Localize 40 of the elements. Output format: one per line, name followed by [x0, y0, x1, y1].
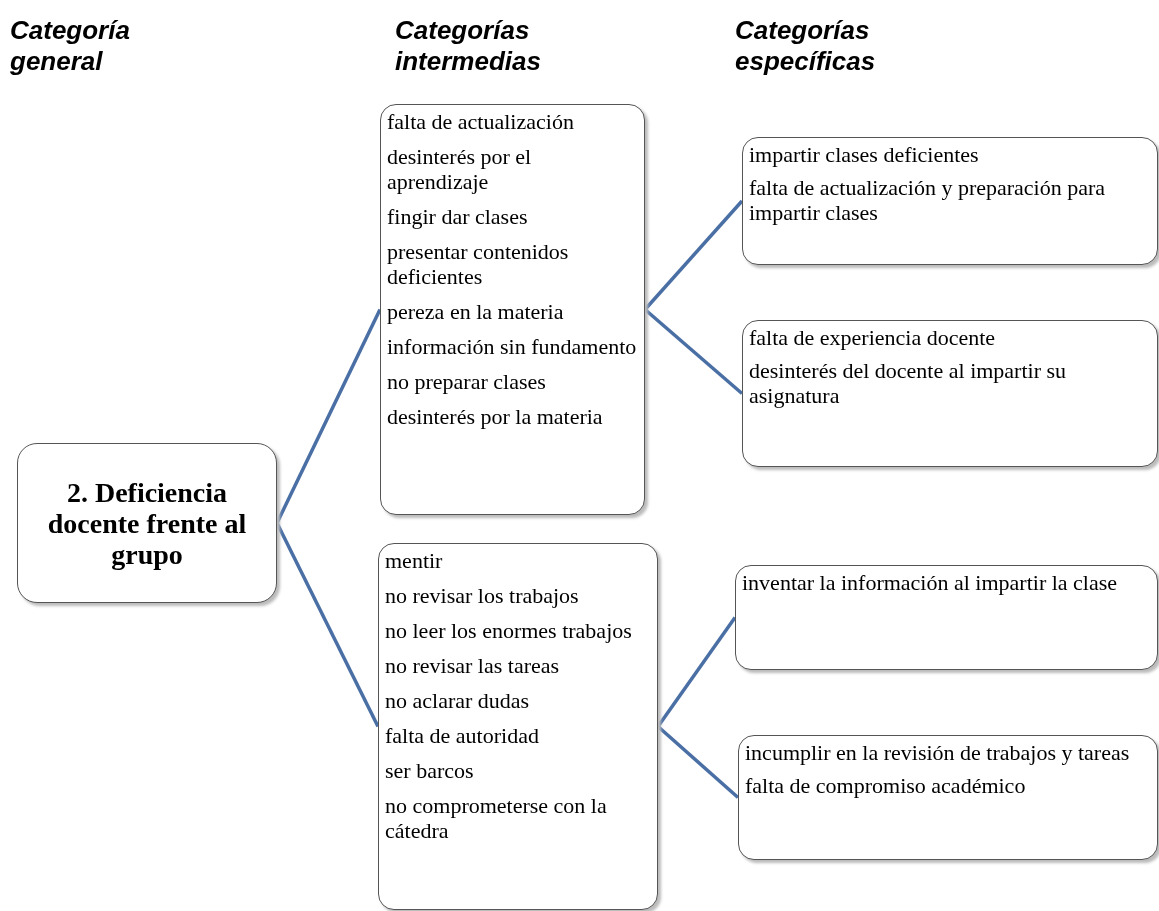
list-item: no revisar las tareas	[385, 653, 561, 678]
connector-line	[643, 308, 744, 395]
list-item: desinterés por la materia	[387, 404, 604, 429]
list-item: no leer los enormes trabajos	[385, 618, 633, 643]
list-item: mentir	[385, 548, 444, 573]
list-item: fingir dar clases	[387, 204, 529, 229]
connector-line	[656, 616, 737, 728]
list-item: desinterés por el aprendizaje	[387, 144, 533, 194]
list-item: falta de autoridad	[385, 723, 540, 748]
connector-line	[275, 522, 380, 728]
category-list-box	[742, 137, 1158, 265]
category-list-box	[378, 543, 658, 910]
list-item: incumplir en la revisión de trabajos y tareas	[745, 740, 1131, 765]
list-item: falta de actualización	[387, 109, 575, 134]
list-item: falta de actualización y preparación para impartir clases	[749, 175, 1107, 225]
list-item: no revisar los trabajos	[385, 583, 580, 608]
list-item: no aclarar dudas	[385, 688, 531, 713]
list-item: impartir clases deficientes	[749, 142, 980, 167]
list-item: inventar la información al impartir la clase	[742, 570, 1119, 595]
connector-line	[275, 308, 382, 524]
column-heading: Categorías intermedias	[395, 15, 542, 77]
category-list-box	[742, 320, 1158, 467]
category-list-box	[380, 104, 645, 515]
list-item: pereza en la materia	[387, 299, 565, 324]
category-list-box	[735, 565, 1158, 670]
list-item: no comprometerse con la cátedra	[385, 793, 608, 843]
list-item: ser barcos	[385, 758, 475, 783]
list-item: información sin fundamento	[387, 334, 638, 359]
list-item: falta de experiencia docente	[749, 325, 997, 350]
category-box	[17, 443, 277, 603]
list-item: falta de compromiso académico	[745, 773, 1027, 798]
column-heading: Categoría general	[10, 15, 131, 77]
connector-line	[656, 725, 740, 799]
list-item: presentar contenidos deficientes	[387, 239, 570, 289]
category-list-box	[738, 735, 1158, 860]
connector-line	[643, 199, 744, 311]
column-heading: Categorías específicas	[735, 15, 877, 77]
list-item: no preparar clases	[387, 369, 547, 394]
category-title: 2. Deficiencia docente frente al grupo	[46, 476, 248, 570]
list-item: desinterés del docente al impartir su asignatura	[749, 358, 1068, 408]
